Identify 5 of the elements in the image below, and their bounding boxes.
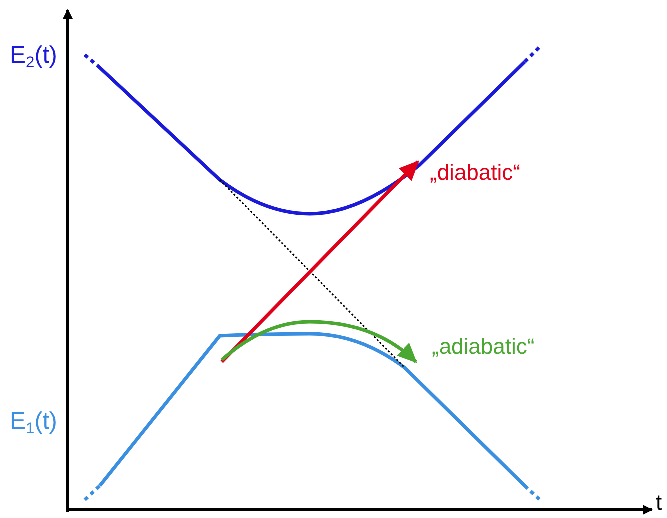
- axis-label: t: [656, 492, 662, 514]
- energy-label: E$_{1}$(t): [10, 410, 58, 438]
- energy-label: E$_{2}$(t): [10, 44, 58, 72]
- transition-label: „adiabatic“: [432, 336, 535, 358]
- transition-label: „diabatic“: [430, 162, 520, 184]
